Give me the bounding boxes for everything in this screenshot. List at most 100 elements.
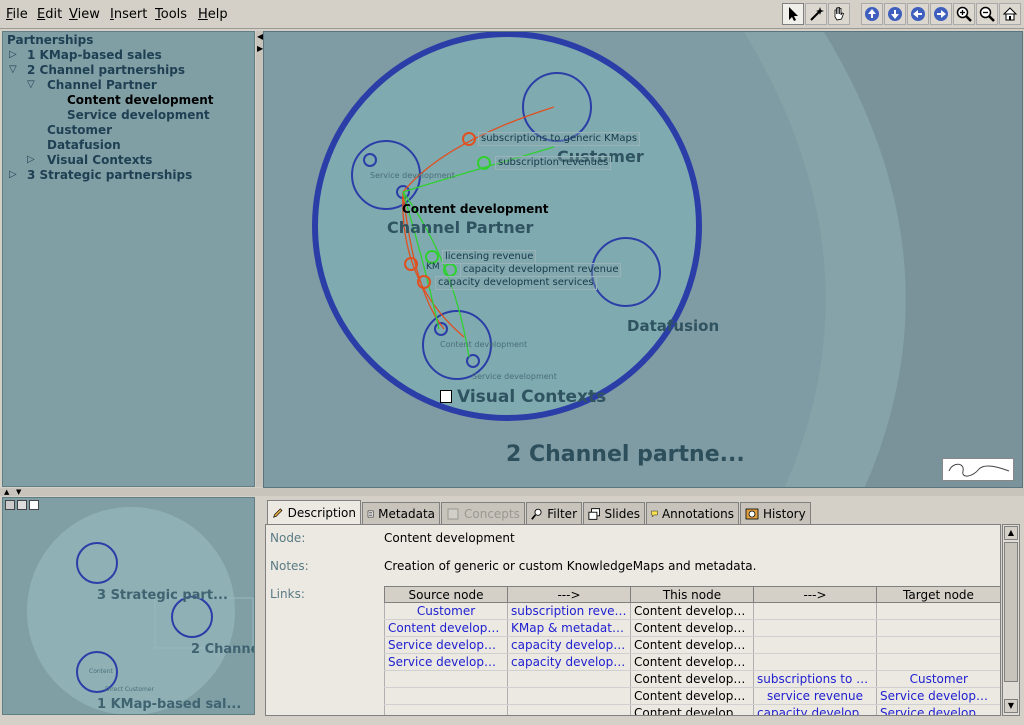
table-row[interactable]: Service development capacity developme..… xyxy=(384,636,1000,654)
visual-contexts-circle[interactable] xyxy=(422,310,492,380)
menu-help[interactable]: Help xyxy=(198,7,228,22)
visual-contexts-node-label[interactable]: Visual Contexts xyxy=(457,387,607,407)
collapse-left-icon[interactable]: ◀ xyxy=(257,32,264,41)
tab-metadata[interactable]: Metadata xyxy=(362,502,440,524)
link-handle-green[interactable] xyxy=(425,250,439,264)
pointer-icon[interactable] xyxy=(782,3,804,25)
vc-service-node[interactable] xyxy=(466,354,480,368)
customer-circle[interactable] xyxy=(522,72,592,142)
channel-partner-node-label[interactable]: Channel Partner xyxy=(387,218,534,237)
node-field-value[interactable]: Content development xyxy=(384,531,515,545)
tree-item-strategic-partnerships[interactable]: 3 Strategic partnerships xyxy=(27,168,193,182)
grid-icon[interactable] xyxy=(5,500,15,510)
target-node-cell[interactable] xyxy=(876,636,1000,654)
outgoing-link-cell[interactable] xyxy=(753,653,877,671)
overview-panel[interactable]: 3 Strategic part... 2 Channe 1 KMap-base… xyxy=(2,497,255,715)
column-header-this-node[interactable]: This node xyxy=(630,586,754,603)
vertical-scrollbar[interactable]: ▲ ▼ xyxy=(1002,524,1020,716)
tree-item-visual-contexts[interactable]: Visual Contexts xyxy=(47,153,153,167)
collapse-right-icon[interactable]: ▶ xyxy=(257,44,264,53)
incoming-link-cell[interactable]: KMap & metadata li... xyxy=(507,619,631,637)
collapsed-triangle-icon[interactable]: ▷ xyxy=(9,169,17,180)
outgoing-link-cell[interactable]: capacity developme... xyxy=(753,704,877,715)
notes-field-value[interactable]: Creation of generic or custom KnowledgeM… xyxy=(384,559,757,573)
collapse-up-icon[interactable]: ▲ xyxy=(4,488,10,496)
target-node-cell[interactable]: Customer xyxy=(876,670,1000,688)
table-row[interactable]: Content development capacity developme..… xyxy=(384,704,1000,715)
channel-partnerships-circle[interactable] xyxy=(312,32,702,421)
service-development-node[interactable] xyxy=(363,153,377,167)
zoom-out-icon[interactable] xyxy=(976,3,998,25)
column-header-arrow[interactable]: ---> xyxy=(507,586,631,603)
column-header-target-node[interactable]: Target node xyxy=(876,586,1000,603)
hand-pan-icon[interactable] xyxy=(828,3,850,25)
tree-item-customer[interactable]: Customer xyxy=(47,123,113,137)
target-node-cell[interactable] xyxy=(876,602,1000,620)
source-node-cell[interactable]: Customer xyxy=(384,602,508,620)
link-handle-green[interactable] xyxy=(477,156,491,170)
collapsed-triangle-icon[interactable]: ▷ xyxy=(9,49,17,60)
source-node-cell[interactable]: Content development xyxy=(384,619,508,637)
tree-item-channel-partner[interactable]: Channel Partner xyxy=(47,78,157,92)
tree-item-datafusion[interactable]: Datafusion xyxy=(47,138,121,152)
incoming-link-cell[interactable]: subscription revenu... xyxy=(507,602,631,620)
source-node-cell[interactable] xyxy=(384,704,508,715)
navigate-up-icon[interactable] xyxy=(861,3,883,25)
navigate-left-icon[interactable] xyxy=(907,3,929,25)
table-row[interactable]: Content development service revenue Serv… xyxy=(384,687,1000,705)
expanded-triangle-icon[interactable]: ▽ xyxy=(9,64,17,75)
navigate-right-icon[interactable] xyxy=(930,3,952,25)
outgoing-link-cell[interactable] xyxy=(753,636,877,654)
outgoing-link-cell[interactable]: subscriptions to ge... xyxy=(753,670,877,688)
outgoing-link-cell[interactable] xyxy=(753,602,877,620)
tree-item-kmap-based-sales[interactable]: 1 KMap-based sales xyxy=(27,48,162,62)
tab-filter[interactable]: Filter xyxy=(526,502,582,524)
tab-history[interactable]: History xyxy=(740,502,811,524)
incoming-link-cell[interactable] xyxy=(507,704,631,715)
tab-concepts[interactable]: Concepts xyxy=(441,502,525,524)
tree-item-service-development[interactable]: Service development xyxy=(67,108,210,122)
collapsed-triangle-icon[interactable]: ▷ xyxy=(27,154,35,165)
table-row[interactable]: Content development KMap & metadata li..… xyxy=(384,619,1000,637)
view-icon[interactable] xyxy=(17,500,27,510)
link-handle-red[interactable] xyxy=(462,132,476,146)
table-row[interactable]: Content development subscriptions to ge.… xyxy=(384,670,1000,688)
map-view[interactable]: Customer Channel Partner Datafusion Visu… xyxy=(263,31,1023,488)
scroll-up-icon[interactable]: ▲ xyxy=(1004,526,1018,540)
table-row[interactable]: Service development capacity developme..… xyxy=(384,653,1000,671)
scroll-thumb[interactable] xyxy=(1004,542,1018,682)
tree-item-content-development[interactable]: Content development xyxy=(67,93,214,107)
menu-view[interactable]: View xyxy=(69,7,100,22)
datafusion-node-label[interactable]: Datafusion xyxy=(627,317,720,335)
incoming-link-cell[interactable]: capacity developme... xyxy=(507,653,631,671)
outgoing-link-cell[interactable] xyxy=(753,619,877,637)
magic-wand-icon[interactable] xyxy=(805,3,827,25)
home-icon[interactable] xyxy=(999,3,1021,25)
zoom-in-icon[interactable] xyxy=(953,3,975,25)
incoming-link-cell[interactable] xyxy=(507,687,631,705)
link-label[interactable]: subscription revenues xyxy=(495,156,612,170)
link-handle-red[interactable] xyxy=(404,257,418,271)
incoming-link-cell[interactable] xyxy=(507,670,631,688)
target-node-cell[interactable] xyxy=(876,619,1000,637)
vertical-splitter[interactable]: ◀ ▶ xyxy=(256,31,263,487)
menu-tools[interactable]: Tools xyxy=(155,7,188,22)
column-header-arrow[interactable]: ---> xyxy=(753,586,877,603)
incoming-link-cell[interactable]: capacity developme... xyxy=(507,636,631,654)
link-label[interactable]: subscriptions to generic KMaps xyxy=(478,132,641,146)
source-node-cell[interactable] xyxy=(384,687,508,705)
expanded-triangle-icon[interactable]: ▽ xyxy=(27,79,35,90)
source-node-cell[interactable]: Service development xyxy=(384,636,508,654)
navigate-down-icon[interactable] xyxy=(884,3,906,25)
target-node-cell[interactable]: Service development xyxy=(876,704,1000,715)
table-row[interactable]: Customer subscription revenu... Content … xyxy=(384,602,1000,620)
viewport-rectangle[interactable] xyxy=(154,597,254,649)
target-node-cell[interactable]: Service development xyxy=(876,687,1000,705)
target-node-cell[interactable] xyxy=(876,653,1000,671)
datafusion-circle[interactable] xyxy=(591,237,661,307)
menu-edit[interactable]: Edit xyxy=(37,7,63,22)
menu-insert[interactable]: Insert xyxy=(110,7,148,22)
tree-root[interactable]: Partnerships xyxy=(7,33,94,47)
link-label[interactable]: licensing revenue xyxy=(442,250,537,264)
source-node-cell[interactable]: Service development xyxy=(384,653,508,671)
